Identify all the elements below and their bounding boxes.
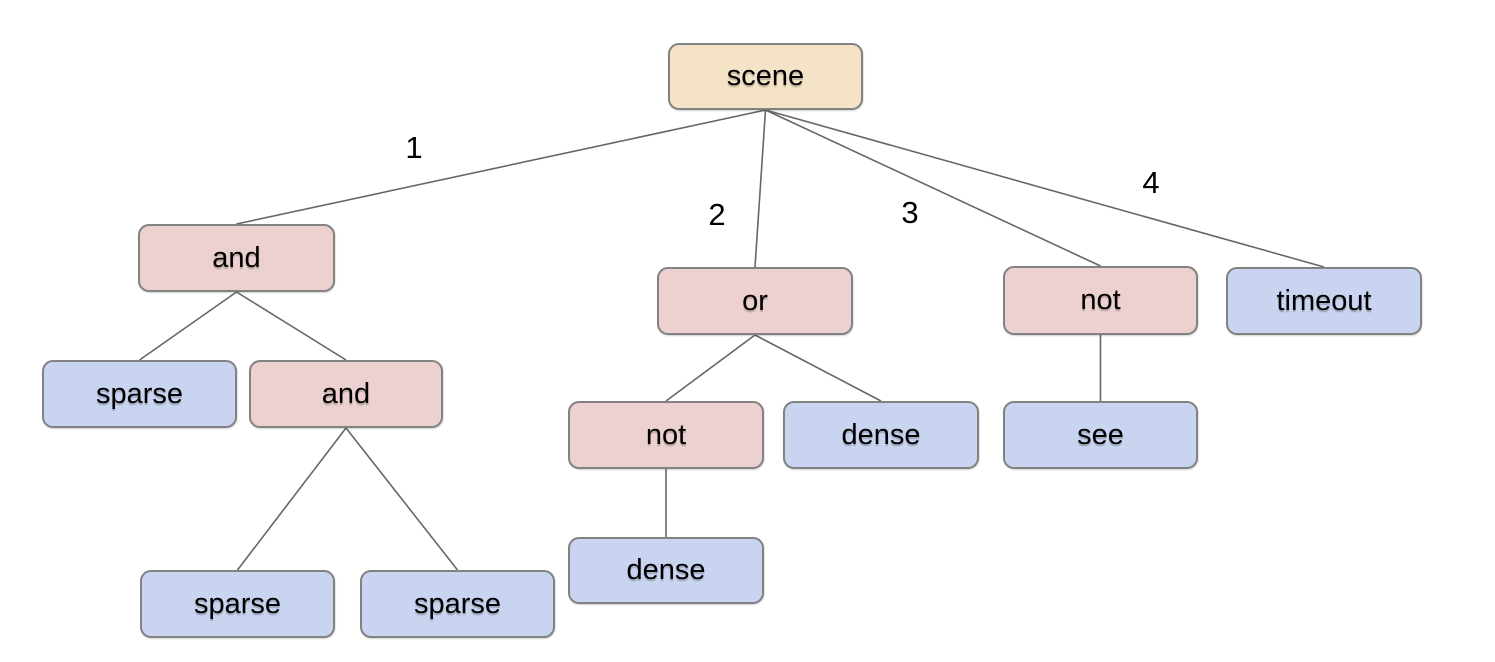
node-dense-1: dense — [783, 401, 979, 469]
node-dense-2: dense — [568, 537, 764, 604]
node-label: see — [1077, 418, 1124, 451]
node-sparse-2: sparse — [140, 570, 335, 638]
edge-scene-to-timeout-1 — [765, 109, 1325, 268]
edge-scene-to-and-1 — [236, 109, 766, 225]
edge-scene-to-not-1 — [765, 109, 1101, 267]
node-label: and — [321, 377, 371, 410]
edge-or-1-to-dense-1 — [754, 334, 882, 402]
node-label: not — [1080, 284, 1121, 316]
edge-and-1-to-sparse-1 — [139, 291, 237, 361]
edge-and-1-to-and-2 — [236, 291, 347, 361]
node-label: scene — [726, 60, 805, 92]
node-scene: scene — [668, 43, 863, 110]
edge-or-1-to-not-2 — [665, 334, 756, 402]
node-not-2: not — [568, 401, 764, 469]
edge-label-4: 4 — [1142, 165, 1160, 200]
node-label: sparse — [95, 377, 184, 410]
node-label: not — [645, 418, 687, 451]
edge-scene-to-or-1 — [754, 109, 767, 268]
node-and-1: and — [138, 224, 335, 292]
edge-label-1: 1 — [405, 130, 423, 165]
edge-and-2-to-sparse-3 — [345, 427, 459, 571]
node-label: dense — [626, 554, 706, 586]
node-label: timeout — [1276, 284, 1372, 317]
node-label: dense — [841, 418, 921, 451]
node-label: or — [742, 284, 768, 317]
node-sparse-1: sparse — [42, 360, 237, 428]
node-sparse-3: sparse — [360, 570, 555, 638]
node-label: and — [212, 241, 261, 274]
node-and-2: and — [249, 360, 443, 428]
node-label: sparse — [193, 587, 282, 620]
node-not-1: not — [1003, 266, 1198, 335]
edge-and-2-to-sparse-2 — [236, 427, 347, 571]
node-label: sparse — [413, 587, 502, 620]
node-see-1: see — [1003, 401, 1198, 469]
edge-label-2: 2 — [708, 197, 726, 232]
node-timeout-1: timeout — [1226, 267, 1422, 335]
edge-label-3: 3 — [901, 195, 919, 230]
node-or-1: or — [657, 267, 853, 335]
